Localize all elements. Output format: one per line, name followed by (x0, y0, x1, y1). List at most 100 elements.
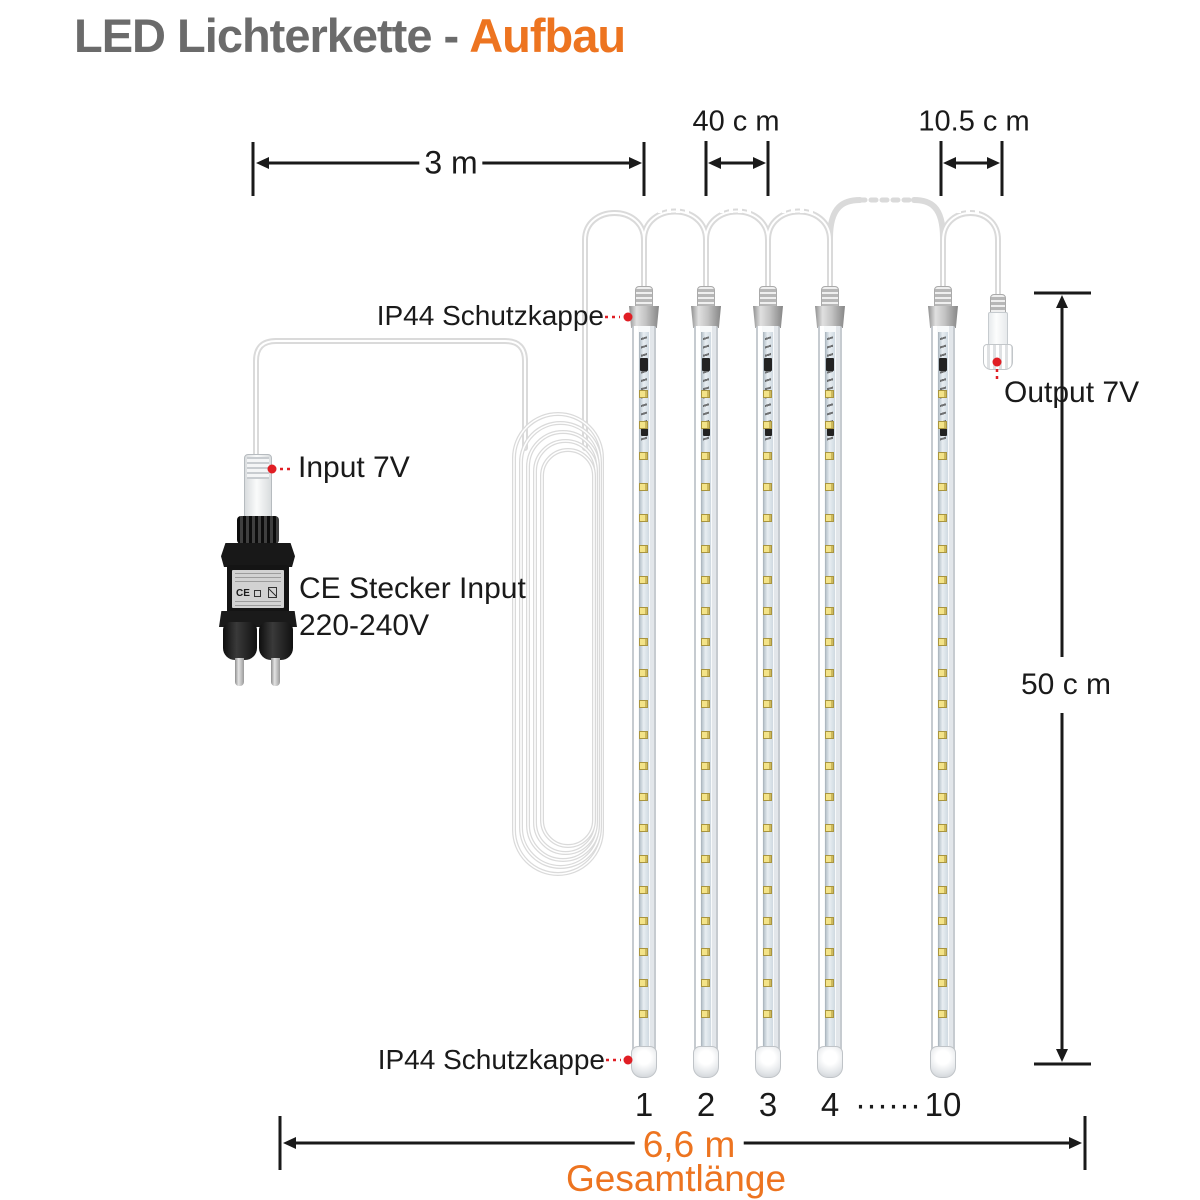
led-chip (701, 514, 710, 522)
led-chip (825, 886, 834, 894)
led-chip (938, 793, 947, 801)
led-chip (639, 824, 648, 832)
led-tube-3 (753, 286, 783, 1082)
coil-loop (541, 449, 595, 847)
led-chip (701, 669, 710, 677)
label-output: Output 7V (1004, 376, 1140, 409)
led-chip (639, 762, 648, 770)
led-chip (825, 700, 834, 708)
tube-connector-block-2 (641, 428, 648, 436)
led-chip (763, 731, 772, 739)
led-chip (639, 576, 648, 584)
tube-wire-squiggle (940, 336, 946, 441)
tube-thread (759, 286, 777, 308)
tube-bottom-cap (930, 1046, 956, 1078)
tube-connector-block-2 (703, 428, 710, 436)
led-chip (701, 824, 710, 832)
output-thread (990, 294, 1006, 314)
led-chip (938, 669, 947, 677)
led-chip (763, 545, 772, 553)
led-chip (825, 979, 834, 987)
tube-connector-block-2 (940, 428, 947, 436)
led-chip (763, 979, 772, 987)
led-chip (701, 1010, 710, 1018)
led-chip (938, 979, 947, 987)
led-chip (701, 607, 710, 615)
weee-bin-icon (268, 587, 277, 598)
led-chip (639, 483, 648, 491)
page-title: LED Lichterkette -Aufbau (74, 8, 626, 63)
led-tube-5 (928, 286, 958, 1082)
led-chip (938, 452, 947, 460)
led-chip (701, 948, 710, 956)
led-chip (825, 607, 834, 615)
led-chip (825, 917, 834, 925)
led-chip (701, 545, 710, 553)
cable-coil (512, 412, 604, 876)
led-chip (639, 979, 648, 987)
label-plug-spec: CE Stecker Input 220-240V (299, 570, 526, 644)
tube-number: 1 (634, 1086, 654, 1123)
dim-label-total: 6,6 m (634, 1124, 744, 1166)
led-chip (639, 607, 648, 615)
led-chip (763, 793, 772, 801)
tube-number-ellipsis: ······ (855, 1086, 921, 1123)
led-chip (701, 886, 710, 894)
plug-spec-label: CE (232, 570, 284, 608)
tube-protective-cap (815, 306, 845, 328)
tube-connector-block-2 (827, 428, 834, 436)
led-chip (825, 421, 834, 429)
dim-label-tube-gap: 40 c m (692, 105, 780, 138)
led-chip (639, 793, 648, 801)
tube-led-strip (639, 332, 649, 1048)
plug-input-connector (244, 454, 272, 518)
led-chip (701, 855, 710, 863)
title-accent: Aufbau (469, 9, 626, 62)
led-tube-1 (629, 286, 659, 1082)
led-chip (701, 731, 710, 739)
tube-number: 2 (696, 1086, 716, 1123)
label-plug-line2: 220-240V (299, 609, 430, 642)
led-chip (825, 824, 834, 832)
dim-label-lead: 3 m (419, 144, 483, 182)
tube-led-strip (825, 332, 835, 1048)
tube-connector-block-2 (765, 428, 772, 436)
tube-wire-squiggle (827, 336, 833, 441)
led-chip (763, 669, 772, 677)
led-chip (763, 638, 772, 646)
led-chip (938, 731, 947, 739)
led-tube-4 (815, 286, 845, 1082)
tube-thread (635, 286, 653, 308)
led-chip (825, 793, 834, 801)
led-chip (763, 917, 772, 925)
double-insulation-icon (254, 590, 261, 597)
led-chip (701, 638, 710, 646)
tube-connector-block (702, 358, 710, 371)
connector-ribs (247, 457, 269, 479)
tube-bottom-cap (755, 1046, 781, 1078)
led-chip (701, 917, 710, 925)
led-chip (825, 762, 834, 770)
led-chip (639, 545, 648, 553)
led-chip (639, 1010, 648, 1018)
led-chip (938, 483, 947, 491)
tube-led-strip (938, 332, 948, 1048)
tube-wire-squiggle (765, 336, 771, 441)
led-chip (825, 514, 834, 522)
plug-pin-left (235, 658, 244, 686)
led-chip (938, 917, 947, 925)
led-chip (639, 855, 648, 863)
led-chip (825, 669, 834, 677)
led-chip (701, 576, 710, 584)
plug-barrel-left (223, 622, 257, 660)
tube-connector-block (939, 358, 947, 371)
led-chip (639, 917, 648, 925)
led-chip (825, 948, 834, 956)
tube-thread (934, 286, 952, 308)
label-fine-print (235, 573, 281, 585)
led-chip (701, 483, 710, 491)
dim-label-end-gap: 10.5 c m (918, 105, 1030, 138)
led-chip (639, 390, 648, 398)
led-chip (763, 824, 772, 832)
